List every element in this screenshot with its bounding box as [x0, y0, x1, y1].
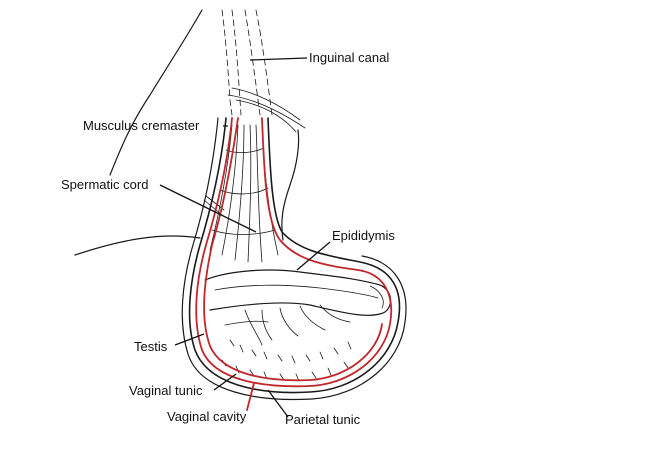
- testis-vessels: [222, 305, 351, 381]
- epididymis-body: [205, 270, 391, 315]
- inguinal-canal-tubes: [222, 10, 305, 132]
- vaginal-cavity-label: Vaginal cavity: [167, 409, 247, 424]
- vaginal-tunic-label: Vaginal tunic: [129, 383, 203, 398]
- leader-lines: [160, 58, 330, 417]
- epididymis-label: Epididymis: [332, 228, 395, 243]
- spermatic-cord-label: Spermatic cord: [61, 177, 148, 192]
- tunic-lines: [196, 118, 391, 410]
- inguinal-canal-label: Inguinal canal: [309, 50, 389, 65]
- vaginal-tunic-line: [196, 118, 391, 386]
- inguinal-canal-leader: [250, 58, 307, 60]
- testis-label: Testis: [134, 339, 168, 354]
- musculus-cremaster-label: Musculus cremaster: [83, 118, 200, 133]
- parietal-tunic-label: Parietal tunic: [285, 412, 361, 427]
